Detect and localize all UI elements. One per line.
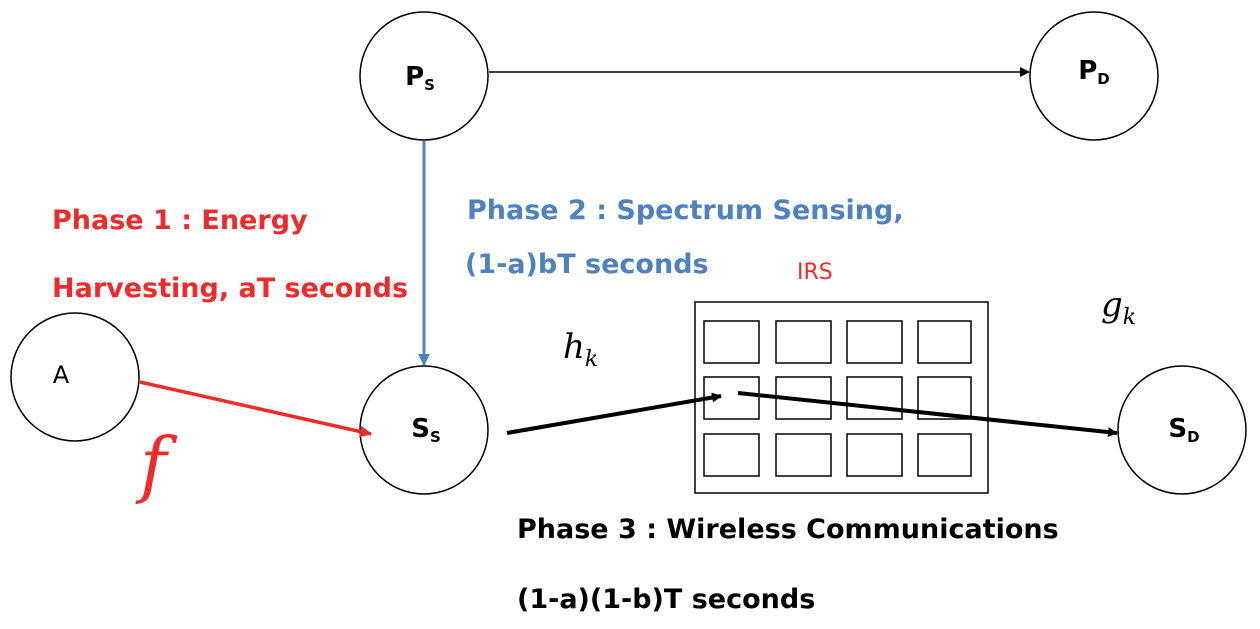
phase2-line1: Phase 2 : Spectrum Sensing, xyxy=(467,195,904,226)
node-pd-main: P xyxy=(1078,56,1098,86)
phase3-line2: (1-a)(1-b)T seconds xyxy=(517,584,816,615)
phase1-line1: Phase 1 : Energy xyxy=(52,205,308,236)
channel-h-label: hk xyxy=(563,327,598,372)
node-sd-label: SD xyxy=(1168,414,1199,446)
node-ss-sub: S xyxy=(429,428,441,446)
arrow-ss-to-irs xyxy=(506,392,722,435)
channel-g-main: g xyxy=(1101,285,1123,325)
channel-g-sub: k xyxy=(1122,305,1137,330)
channel-g-label: gk xyxy=(1101,285,1136,330)
node-a-label: A xyxy=(53,361,69,389)
irs-element xyxy=(703,320,760,364)
irs-element xyxy=(775,376,832,420)
phase1-line2: Harvesting, aT seconds xyxy=(52,273,409,304)
irs-element xyxy=(846,433,903,477)
node-sd-sub: D xyxy=(1187,428,1200,446)
node-pd xyxy=(1029,11,1159,141)
node-a xyxy=(10,312,140,442)
irs-element xyxy=(846,376,903,420)
phase3-line1: Phase 3 : Wireless Communications xyxy=(517,514,1059,545)
node-ps xyxy=(359,11,489,141)
irs-element xyxy=(917,433,972,477)
node-ss-label: SS xyxy=(411,414,441,446)
irs-element xyxy=(846,320,903,364)
irs-element xyxy=(775,433,832,477)
node-ss-main: S xyxy=(411,414,430,444)
irs-element xyxy=(703,433,760,477)
node-sd xyxy=(1117,365,1247,495)
node-ps-main: P xyxy=(405,62,425,92)
channel-f-label: f xyxy=(140,422,167,506)
channel-h-sub: k xyxy=(584,347,599,372)
node-pd-label: PD xyxy=(1078,56,1110,88)
node-ps-label: PS xyxy=(405,62,435,94)
irs-element xyxy=(775,320,832,364)
node-sd-main: S xyxy=(1168,414,1188,444)
phase2-line2: (1-a)bT seconds xyxy=(465,249,709,280)
irs-element xyxy=(917,320,972,364)
node-pd-sub: D xyxy=(1097,70,1110,88)
irs-label: IRS xyxy=(797,260,833,285)
node-ps-sub: S xyxy=(424,76,435,94)
node-a-main: A xyxy=(52,361,70,389)
channel-h-main: h xyxy=(563,327,585,367)
arrow-a-to-ss xyxy=(139,380,372,438)
arrow-irs-to-sd xyxy=(737,391,1118,438)
